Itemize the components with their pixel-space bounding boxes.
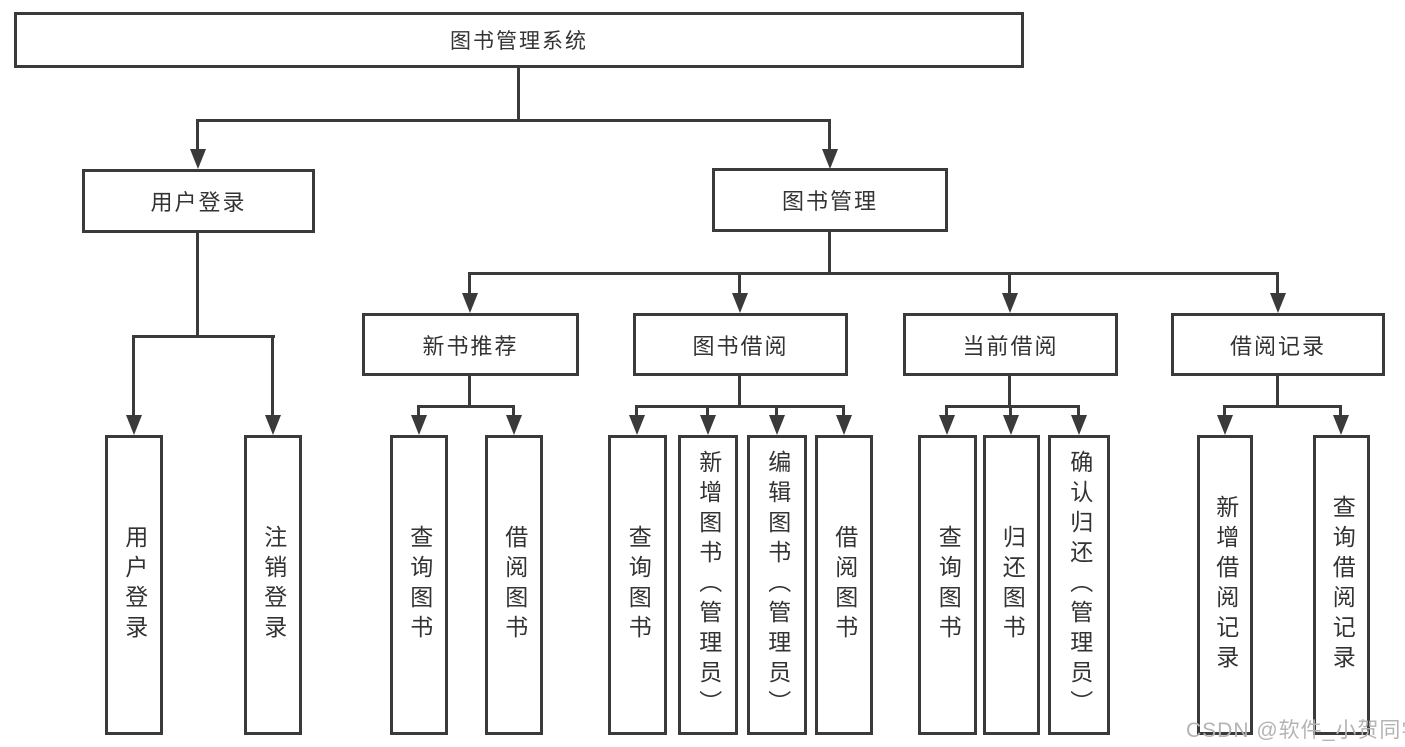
leaf-bb-add-books-admin: 新增图书（管理员） — [678, 435, 738, 735]
leaf-logout: 注销登录 — [244, 435, 302, 735]
node-user-login: 用户登录 — [82, 169, 315, 233]
arrow-down-icon — [700, 415, 716, 435]
arrow-down-icon — [629, 415, 645, 435]
connector-line — [775, 405, 778, 417]
connector-line — [1276, 272, 1279, 295]
leaf-bb-edit-books-admin: 编辑图书（管理员） — [747, 435, 807, 735]
connector-line — [132, 335, 135, 417]
arrow-down-icon — [939, 415, 955, 435]
connector-line — [636, 405, 845, 408]
leaf-cb-query-books: 查询图书 — [918, 435, 977, 735]
connector-line — [418, 405, 514, 408]
node-new-book-recommend: 新书推荐 — [362, 313, 579, 376]
arrow-down-icon — [1002, 293, 1018, 313]
leaf-user-login-label: 用户登录 — [121, 525, 148, 645]
leaf-br-add-record: 新增借阅记录 — [1197, 435, 1253, 735]
connector-line — [469, 272, 1279, 275]
connector-line — [1008, 272, 1011, 295]
arrow-down-icon — [1071, 415, 1087, 435]
arrow-down-icon — [1333, 415, 1349, 435]
leaf-user-login: 用户登录 — [105, 435, 163, 735]
connector-line — [946, 405, 1080, 408]
connector-line — [706, 405, 709, 417]
arrow-down-icon — [411, 415, 427, 435]
leaf-cb-query-books-label: 查询图书 — [935, 525, 962, 645]
arrow-down-icon — [506, 415, 522, 435]
leaf-cb-confirm-return-admin-label: 确认归还（管理员） — [1066, 450, 1093, 720]
node-book-management: 图书管理 — [712, 168, 948, 232]
connector-line — [842, 405, 845, 417]
connector-line — [517, 68, 520, 119]
connector-line — [1009, 405, 1012, 417]
connector-line — [271, 335, 274, 417]
node-user-login-label: 用户登录 — [150, 190, 247, 215]
connector-line — [468, 376, 471, 406]
connector-line — [196, 233, 199, 335]
arrow-down-icon — [836, 415, 852, 435]
leaf-cb-confirm-return-admin: 确认归还（管理员） — [1048, 435, 1110, 735]
connector-line — [468, 272, 471, 295]
arrow-down-icon — [1217, 415, 1233, 435]
connector-line — [417, 405, 420, 417]
leaf-bb-add-books-admin-label: 新增图书（管理员） — [695, 450, 722, 720]
leaf-bb-borrow-books-label: 借阅图书 — [831, 525, 858, 645]
connector-line — [1224, 405, 1342, 408]
node-book-management-label: 图书管理 — [781, 189, 878, 214]
node-book-borrow-label: 图书借阅 — [692, 333, 789, 359]
leaf-nb-query-books: 查询图书 — [390, 435, 448, 735]
node-new-book-recommend-label: 新书推荐 — [422, 333, 519, 359]
connector-line — [512, 405, 515, 417]
connector-line — [197, 119, 831, 122]
arrow-down-icon — [1003, 415, 1019, 435]
arrow-down-icon — [1270, 293, 1286, 313]
node-current-borrow-label: 当前借阅 — [962, 333, 1059, 359]
connector-line — [1276, 376, 1279, 406]
connector-line — [133, 335, 275, 338]
leaf-nb-query-books-label: 查询图书 — [406, 525, 433, 645]
leaf-nb-borrow-books-label: 借阅图书 — [501, 525, 528, 645]
leaf-bb-query-books: 查询图书 — [608, 435, 667, 735]
connector-line — [828, 119, 831, 151]
connector-line — [1077, 405, 1080, 417]
csdn-watermark: CSDN @软件_小贺同学 — [1186, 719, 1405, 742]
connector-line — [635, 405, 638, 417]
connector-line — [945, 405, 948, 417]
connector-line — [738, 272, 741, 295]
leaf-bb-edit-books-admin-label: 编辑图书（管理员） — [764, 450, 791, 720]
leaf-br-query-record-label: 查询借阅记录 — [1329, 495, 1356, 675]
arrow-down-icon — [822, 149, 838, 169]
leaf-cb-return-books: 归还图书 — [983, 435, 1040, 735]
arrow-down-icon — [462, 293, 478, 313]
connector-line — [1223, 405, 1226, 417]
arrow-down-icon — [732, 293, 748, 313]
node-borrow-records-label: 借阅记录 — [1229, 333, 1326, 359]
node-book-borrow: 图书借阅 — [633, 313, 848, 376]
connector-line — [1008, 376, 1011, 406]
arrow-down-icon — [769, 415, 785, 435]
leaf-logout-label: 注销登录 — [260, 525, 287, 645]
connector-line — [828, 232, 831, 272]
node-root-label: 图书管理系统 — [450, 30, 588, 53]
arrow-down-icon — [126, 415, 142, 435]
arrow-down-icon — [190, 149, 206, 169]
leaf-bb-borrow-books: 借阅图书 — [815, 435, 873, 735]
leaf-bb-query-books-label: 查询图书 — [625, 525, 652, 645]
node-root: 图书管理系统 — [14, 12, 1024, 68]
arrow-down-icon — [265, 415, 281, 435]
node-borrow-records: 借阅记录 — [1171, 313, 1385, 376]
node-current-borrow: 当前借阅 — [903, 313, 1118, 376]
connector-line — [738, 376, 741, 406]
leaf-br-query-record: 查询借阅记录 — [1313, 435, 1370, 735]
leaf-br-add-record-label: 新增借阅记录 — [1212, 495, 1239, 675]
connector-line — [1339, 405, 1342, 417]
leaf-nb-borrow-books: 借阅图书 — [485, 435, 543, 735]
leaf-cb-return-books-label: 归还图书 — [999, 525, 1026, 645]
connector-line — [196, 119, 199, 151]
